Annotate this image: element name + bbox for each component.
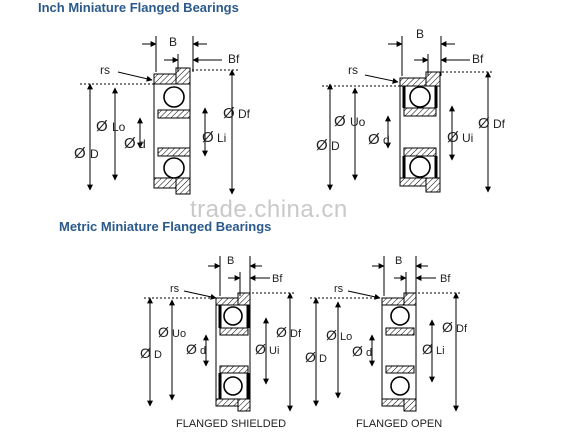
inch-shielded-phi-Uo: Ø [334,113,346,130]
caption-flanged-shielded: FLANGED SHIELDED [176,418,286,430]
metric-open-Li-label: Li [436,345,445,357]
watermark-text: trade.china.cn [190,196,348,223]
metric-open-Lo-label: Lo [340,331,352,343]
metric-open-B-label: B [395,255,402,267]
metric-shielded-Df-label: Df [290,328,302,340]
inch-shielded-Ui-label: Ui [462,131,473,145]
inch-open-phi-D: Ø [74,145,86,162]
metric-open-phi-Li: Ø [422,341,433,357]
inch-shielded-phi-D: Ø [316,137,328,154]
inch-shielded-phi-d: Ø [368,131,380,148]
inch-flanged-open-diagram [80,36,240,195]
metric-shielded-d-label: d [200,345,206,357]
inch-flanged-shielded-diagram [322,36,494,193]
metric-section-title: Metric Miniature Flanged Bearings [59,219,272,234]
metric-shielded-phi-Uo: Ø [158,324,169,340]
inch-shielded-Uo-label: Uo [350,115,366,129]
inch-open-Bf-label: Bf [228,52,240,66]
metric-shielded-Ui-label: Ui [269,345,279,357]
metric-shielded-Bf-label: Bf [272,273,283,285]
inch-open-Df-label: Df [238,107,251,121]
metric-shielded-B-label: B [227,255,234,267]
metric-open-rs-label: rs [334,283,344,295]
inch-shielded-phi-Df: Ø [478,115,490,132]
metric-shielded-D-label: D [154,349,162,361]
inch-shielded-Bf-label: Bf [472,52,484,66]
metric-flanged-shielded-diagram [144,256,296,412]
metric-shielded-Uo-label: Uo [172,328,186,340]
inch-section-title: Inch Miniature Flanged Bearings [38,0,239,15]
metric-shielded-phi-Df: Ø [276,324,287,340]
inch-open-d-label: d [139,137,146,151]
metric-open-phi-d: Ø [352,343,363,359]
inch-open-phi-Df: Ø [223,105,235,122]
metric-open-d-label: d [366,347,372,359]
inch-open-phi-d: Ø [124,135,136,152]
caption-flanged-open: FLANGED OPEN [356,418,442,430]
inch-open-Lo-label: Lo [112,120,126,134]
metric-shielded-phi-Ui: Ø [255,341,266,357]
inch-open-Li-label: Li [217,131,226,145]
metric-flanged-open-diagram [310,256,462,412]
metric-open-phi-Lo: Ø [326,327,337,343]
metric-open-phi-Df: Ø [442,319,453,335]
inch-open-rs-label: rs [100,63,110,77]
inch-shielded-Df-label: Df [493,117,506,131]
inch-shielded-B-label: B [416,27,424,41]
metric-open-D-label: D [319,353,327,365]
metric-open-phi-D: Ø [305,349,316,365]
inch-open-B-label: B [169,35,177,49]
metric-shielded-phi-d: Ø [186,341,197,357]
inch-open-phi-Li: Ø [202,129,214,146]
metric-shielded-rs-label: rs [170,283,180,295]
metric-shielded-phi-D: Ø [140,345,151,361]
inch-shielded-rs-label: rs [348,63,358,77]
inch-open-D-label: D [90,147,99,161]
metric-open-Bf-label: Bf [440,273,451,285]
metric-open-Df-label: Df [456,323,468,335]
inch-open-phi-Lo: Ø [96,118,108,135]
inch-shielded-D-label: D [331,139,340,153]
inch-shielded-d-label: d [383,133,390,147]
inch-shielded-phi-Ui: Ø [447,129,459,146]
